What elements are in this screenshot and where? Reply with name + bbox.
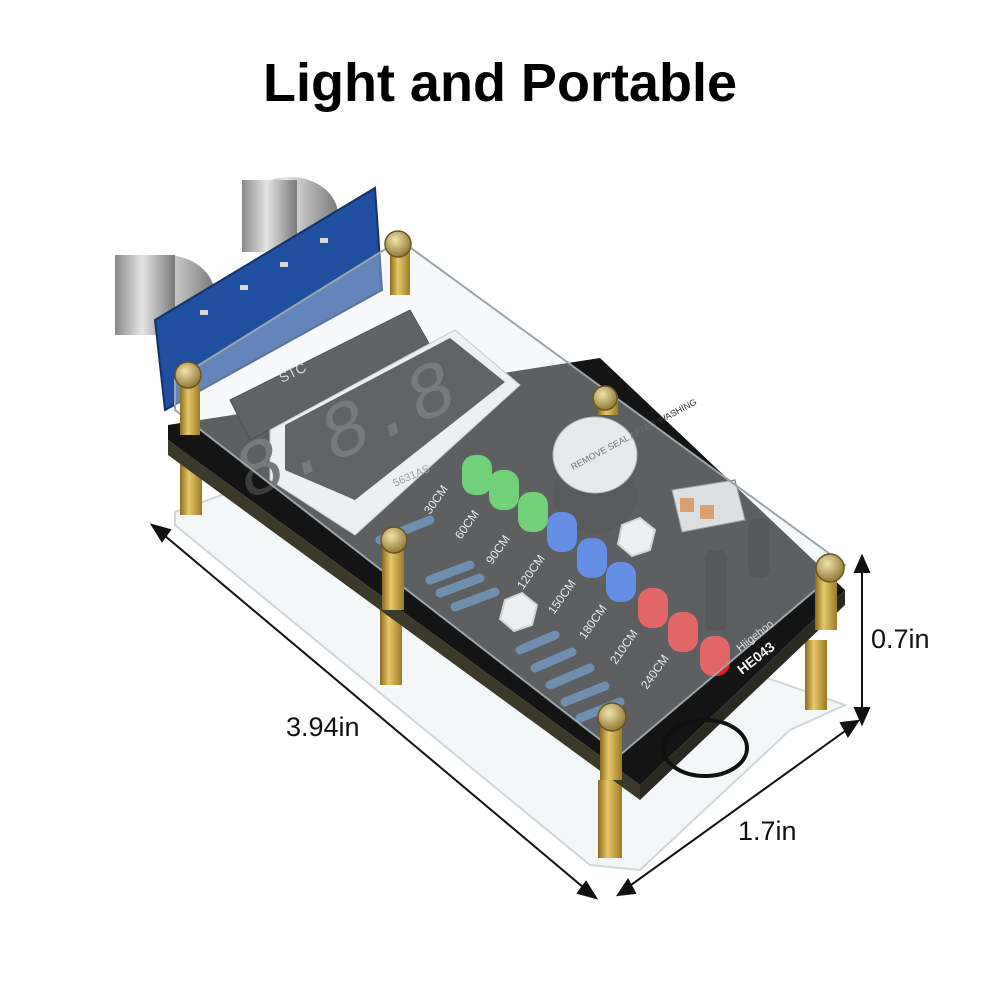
- brass-standoffs-lower: [180, 430, 827, 858]
- led-blue-group: [547, 512, 636, 602]
- screw: [174, 361, 202, 389]
- standoff: [598, 780, 622, 858]
- led-green-group: [462, 455, 548, 532]
- headline: Light and Portable: [262, 53, 737, 113]
- wire-loop: [661, 718, 749, 778]
- height-dimension-label: 0.7in: [871, 624, 930, 654]
- standoff: [380, 610, 402, 685]
- screw: [380, 526, 408, 554]
- top-acrylic-plate: [174, 238, 847, 757]
- screw: [597, 702, 627, 732]
- screws: [174, 230, 845, 732]
- pcb-edge-right: [640, 590, 845, 800]
- pcb-edge: [168, 440, 640, 800]
- length-arrow: [157, 529, 591, 894]
- width-dimension-label: 1.7in: [738, 816, 797, 846]
- width-arrow: [623, 725, 853, 891]
- led-red-group: [638, 588, 730, 676]
- dimension-arrows: [149, 523, 871, 900]
- power-switch: [671, 479, 746, 533]
- sensor-board: [153, 186, 384, 412]
- length-dimension-label: 3.94in: [286, 712, 360, 742]
- screw: [384, 230, 412, 258]
- nylon-nuts: [498, 516, 657, 633]
- standoff: [805, 640, 827, 710]
- screw: [592, 385, 618, 411]
- push-buttons: [705, 518, 770, 630]
- ultrasonic-sensor: [115, 177, 384, 412]
- led-array: [462, 455, 730, 676]
- screw: [815, 553, 845, 583]
